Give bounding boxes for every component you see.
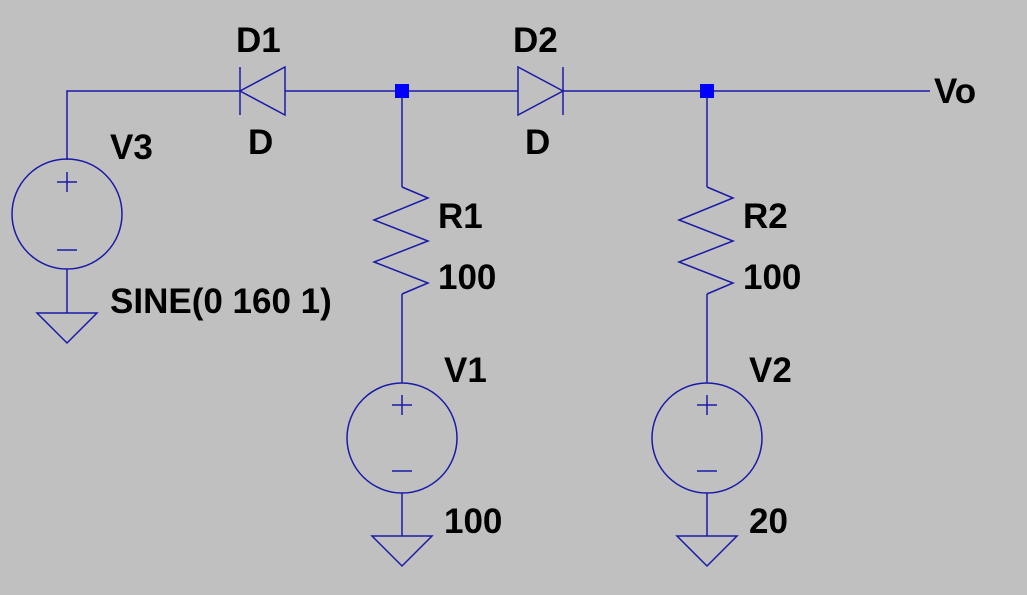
diode-d1-body — [238, 65, 286, 117]
diode-d2-body — [517, 65, 565, 117]
wire-v3-to-d1 — [66, 90, 240, 160]
junction-node1 — [395, 84, 409, 98]
d1-model-label: D — [248, 123, 274, 162]
resistor-r2 — [676, 186, 736, 295]
v3-value-label: SINE(0 160 1) — [110, 282, 332, 321]
d2-model-label: D — [525, 123, 551, 162]
r1-value-label: 100 — [438, 258, 497, 297]
r1-name-label: R1 — [438, 197, 483, 236]
voltage-source-v2 — [651, 382, 763, 494]
r2-value-label: 100 — [743, 258, 802, 297]
voltage-source-v1 — [346, 382, 458, 494]
d1-name-label: D1 — [236, 21, 281, 60]
junction-node2 — [700, 84, 714, 98]
v3-name-label: V3 — [110, 128, 153, 167]
ground-symbol-v2 — [675, 535, 739, 568]
output-net-label: Vo — [934, 72, 977, 111]
diode-d2 — [517, 65, 565, 117]
v1-value-label: 100 — [444, 502, 503, 541]
ground-symbol-v3 — [35, 312, 99, 345]
diode-d1 — [238, 65, 286, 117]
v2-value-label: 20 — [749, 502, 788, 541]
v2-name-label: V2 — [749, 351, 792, 390]
ground-symbol-v1 — [370, 535, 434, 568]
r2-name-label: R2 — [743, 197, 788, 236]
resistor-r1 — [371, 186, 431, 295]
voltage-source-v3 — [11, 158, 123, 270]
d2-name-label: D2 — [513, 21, 558, 60]
v1-name-label: V1 — [444, 351, 487, 390]
